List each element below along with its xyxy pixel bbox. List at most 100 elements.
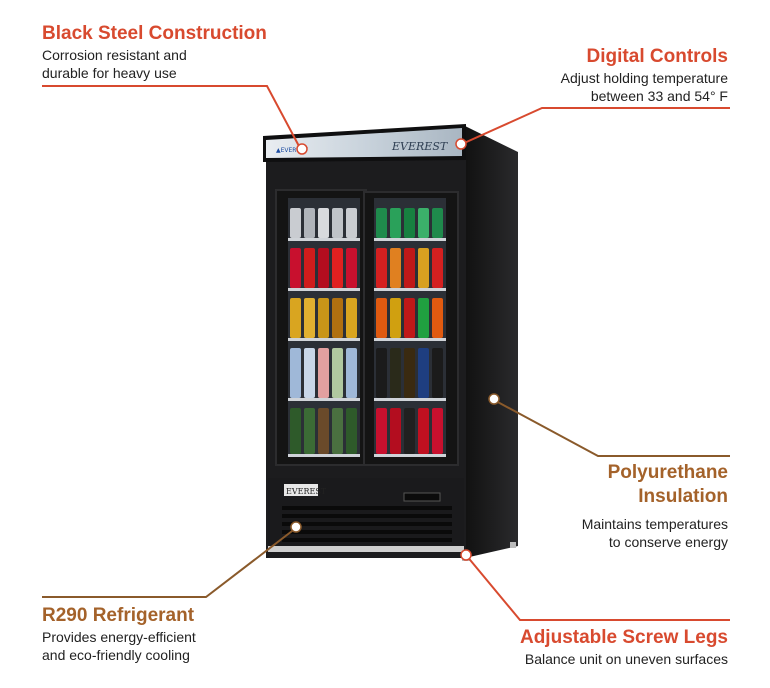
beverage xyxy=(318,248,329,288)
callout-desc-line: Balance unit on uneven surfaces xyxy=(524,651,728,667)
callout-title: R290 Refrigerant xyxy=(42,605,195,626)
header-graphic xyxy=(266,128,462,158)
beverage xyxy=(404,208,415,238)
beverage xyxy=(432,408,443,454)
beverage xyxy=(332,408,343,454)
grill-slat xyxy=(282,530,452,534)
callout-digital-controls: Digital Controls Adjust holding temperat… xyxy=(468,45,728,105)
header-brand-logo: EVEREST xyxy=(391,140,449,153)
beverage xyxy=(318,348,329,398)
shelf xyxy=(374,454,446,457)
callout-black-steel: Black Steel Construction Corrosion resis… xyxy=(42,22,302,82)
beverage xyxy=(404,298,415,338)
beverage xyxy=(390,298,401,338)
beverage xyxy=(318,208,329,238)
callout-refrigerant: R290 Refrigerant Provides energy-efficie… xyxy=(42,604,282,664)
callout-title: Polyurethane xyxy=(607,462,728,483)
beverage-products xyxy=(290,208,443,454)
shelf xyxy=(374,338,446,341)
beverage xyxy=(304,408,315,454)
callout-desc-line: Maintains temperatures xyxy=(581,516,728,532)
beverage xyxy=(418,248,429,288)
digital-display xyxy=(403,492,441,502)
beverage xyxy=(318,408,329,454)
beverage xyxy=(390,348,401,398)
beverage xyxy=(290,348,301,398)
callout-title: Adjustable Screw Legs xyxy=(519,627,728,648)
beverage xyxy=(346,408,357,454)
beverage xyxy=(390,208,401,238)
beverage xyxy=(432,348,443,398)
beverage xyxy=(390,248,401,288)
beverage xyxy=(346,248,357,288)
beverage xyxy=(418,208,429,238)
beverage xyxy=(404,248,415,288)
beverage xyxy=(418,298,429,338)
beverage xyxy=(304,298,315,338)
beverage xyxy=(290,298,301,338)
beverage xyxy=(376,348,387,398)
kick-brand-logo: EVEREST xyxy=(286,487,327,496)
callout-desc-line: and eco-friendly cooling xyxy=(42,647,190,663)
beverage xyxy=(304,208,315,238)
ventilation-grill xyxy=(282,506,452,542)
beverage xyxy=(376,248,387,288)
beverage xyxy=(290,208,301,238)
beverage xyxy=(332,298,343,338)
beverage xyxy=(346,208,357,238)
callout-desc-line: Provides energy-efficient xyxy=(42,629,196,645)
beverage xyxy=(332,208,343,238)
cabinet-side xyxy=(465,126,518,558)
shelf xyxy=(374,288,446,291)
beverage xyxy=(376,208,387,238)
shelf xyxy=(374,398,446,401)
shelf xyxy=(288,288,360,291)
shelves xyxy=(288,238,446,457)
beverage xyxy=(304,248,315,288)
beverage xyxy=(346,298,357,338)
callout-desc-line: durable for heavy use xyxy=(42,65,177,81)
callout-screw-legs: Adjustable Screw Legs Balance unit on un… xyxy=(468,626,728,668)
beverage xyxy=(404,408,415,454)
callout-desc-line: Adjust holding temperature xyxy=(560,70,728,86)
callout-leader-lines xyxy=(42,85,730,621)
beverage xyxy=(332,348,343,398)
dot-black-steel xyxy=(296,143,308,155)
beverage xyxy=(376,298,387,338)
beverage xyxy=(346,348,357,398)
callout-desc-line: Corrosion resistant and xyxy=(42,47,187,63)
beverage xyxy=(332,248,343,288)
shelf xyxy=(374,238,446,241)
shelf xyxy=(288,398,360,401)
beverage xyxy=(418,408,429,454)
callout-title: Digital Controls xyxy=(586,46,728,67)
beverage xyxy=(304,348,315,398)
grill-slat xyxy=(282,506,452,510)
callout-dots xyxy=(290,138,500,561)
dot-insulation xyxy=(488,393,500,405)
dot-screw-legs xyxy=(460,549,472,561)
beverage xyxy=(318,298,329,338)
beverage xyxy=(404,348,415,398)
beverage xyxy=(432,208,443,238)
callout-desc-line: to conserve energy xyxy=(608,534,728,550)
beverage xyxy=(376,408,387,454)
dot-digital-controls xyxy=(455,138,467,150)
dot-refrigerant xyxy=(290,521,302,533)
beverage xyxy=(432,248,443,288)
callout-desc-line: between 33 and 54° F xyxy=(590,88,728,104)
shelf xyxy=(288,454,360,457)
callout-title: Black Steel Construction xyxy=(42,23,267,44)
callout-title: Insulation xyxy=(638,486,728,507)
beverage xyxy=(290,248,301,288)
grill-slat xyxy=(282,514,452,518)
shelf xyxy=(288,238,360,241)
grill-slat xyxy=(282,522,452,526)
shelf xyxy=(288,338,360,341)
grill-slat xyxy=(282,538,452,542)
svg-text:▲EVEREST: ▲EVEREST xyxy=(276,147,308,154)
callout-insulation: Polyurethane Insulation Maintains temper… xyxy=(508,461,728,551)
beverage xyxy=(418,348,429,398)
beverage xyxy=(290,408,301,454)
